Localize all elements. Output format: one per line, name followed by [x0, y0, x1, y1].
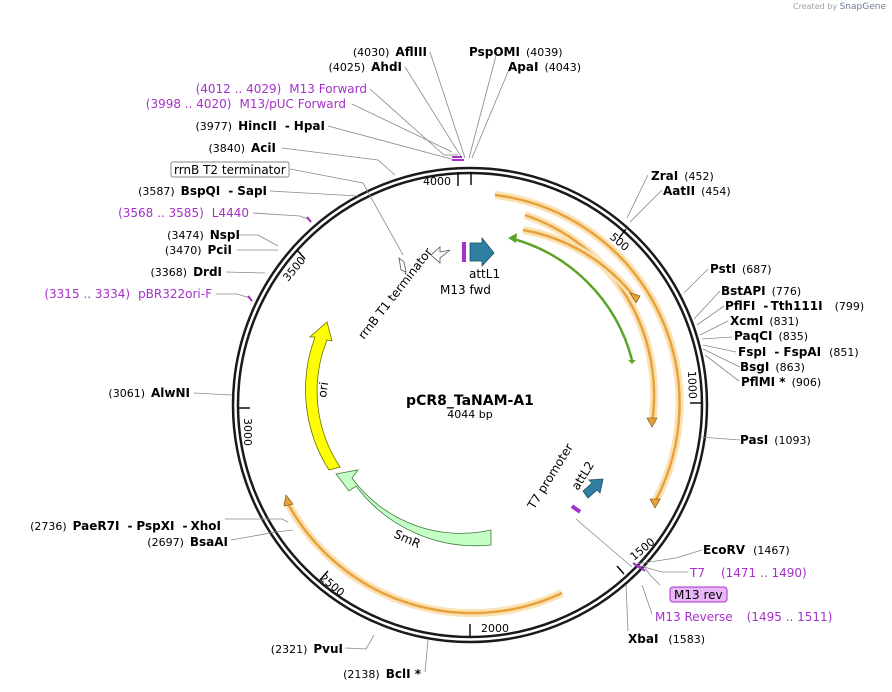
t7-promoter-marker [570, 504, 582, 514]
rrnb-t2-box[interactable] [170, 161, 290, 178]
green-orf-tail [628, 360, 636, 364]
tick-label-2000: 2000 [481, 622, 509, 635]
enzyme-site-pflMI[interactable]: PflMI *(906) [741, 375, 821, 389]
orf-arc-bottom [284, 499, 563, 615]
enzyme-labels-left: (4030)AflIII (4025)AhdI (3977)HincII-Hpa… [30, 45, 427, 681]
enzyme-site-pspOMI[interactable]: PspOMI(4039) [469, 45, 563, 59]
backbone-inner [236, 171, 704, 639]
enzyme-site-bclI[interactable]: (2138)BclI * [343, 667, 422, 681]
attl1-arrow [469, 236, 495, 268]
orf-arcs [282, 191, 684, 618]
orf-arc-right-mid-highlight [523, 211, 659, 424]
enzyme-site-aciI[interactable]: (3840)AciI [208, 141, 276, 155]
ori-feature [305, 321, 341, 471]
leader-lines [193, 51, 741, 673]
green-orf-arrowhead [508, 233, 517, 243]
boxed-labels: rrnB T2 terminator M13 rev [170, 161, 728, 603]
enzyme-site-aatII[interactable]: AatII(454) [663, 184, 731, 198]
enzyme-site-bstAPI[interactable]: BstAPI(776) [721, 284, 801, 298]
enzyme-site-zraI[interactable]: ZraI(452) [651, 169, 714, 183]
primer-labels: (4012 .. 4029)M13 Forward (3998 .. 4020)… [44, 82, 832, 624]
enzyme-site-pasI[interactable]: PasI(1093) [740, 433, 811, 447]
primer-t7[interactable]: T7(1471 .. 1490) [689, 566, 807, 580]
orf-arrowhead-bottom-left [283, 494, 294, 507]
enzyme-site-fspI-fspAI[interactable]: FspI-FspAI(851) [738, 345, 859, 359]
enzyme-site-aflIII[interactable]: (4030)AflIII [353, 45, 427, 59]
attl1-label: attL1 [469, 267, 500, 281]
orf-arrowhead-right-outer [649, 498, 661, 509]
plasmid-length: 4044 bp [447, 408, 492, 421]
t7-promoter-label: T7 promoter [524, 441, 576, 512]
enzyme-site-paeR7I-pspXI-xhoI[interactable]: (2736)PaeR7I-PspXI-XhoI [30, 519, 221, 533]
tick-label-4000: 4000 [423, 175, 451, 188]
m13-rev-label: M13 rev [674, 588, 723, 602]
orf-arc-right-outer [494, 193, 681, 503]
tick-label-1000: 1000 [685, 371, 699, 399]
enzyme-site-alwNI[interactable]: (3061)AlwNI [108, 386, 190, 400]
orf-arc-right-inner [522, 228, 636, 299]
primer-m13-puc-forward[interactable]: (3998 .. 4020)M13/pUC Forward [146, 97, 346, 111]
enzyme-site-ahdI[interactable]: (4025)AhdI [329, 60, 402, 74]
tick-marks [238, 172, 702, 636]
tick-label-3000: 3000 [241, 418, 254, 446]
backbone-marks [247, 156, 646, 572]
snapgene-logo: SnapGene [839, 2, 886, 12]
orf-arrowhead-right-mid [646, 417, 658, 428]
enzyme-site-pflFI-tth111I[interactable]: PflFI-Tth111I(799) [725, 299, 864, 313]
tick-label-2500: 2500 [317, 571, 347, 599]
backbone-outer [231, 166, 709, 644]
snapgene-credit: Created by SnapGene [793, 2, 886, 12]
enzyme-site-xbaI[interactable]: XbaI(1583) [628, 632, 705, 646]
enzyme-site-pvuI[interactable]: (2321)PvuI [271, 642, 343, 656]
m13-fwd-label: M13 fwd [440, 283, 491, 297]
rrnb-t1-arrow [430, 246, 451, 264]
rrnb-t2-arrow [398, 257, 407, 273]
enzyme-site-bspQI-sapI[interactable]: (3587)BspQI-SapI [138, 184, 267, 198]
green-orf-arc [509, 236, 634, 361]
enzyme-labels-right: PspOMI(4039) ApaI(4043) ZraI(452) AatII(… [469, 45, 864, 646]
enzyme-site-xcmI[interactable]: XcmI(831) [730, 314, 799, 328]
primer-pbr322ori-f[interactable]: (3315 .. 3334)pBR322ori-F [44, 287, 212, 301]
enzyme-site-paqCI[interactable]: PaqCI(835) [734, 329, 808, 343]
enzyme-site-ecoRV[interactable]: EcoRV(1467) [703, 543, 790, 557]
enzyme-site-drdI[interactable]: (3368)DrdI [150, 265, 222, 279]
enzyme-site-bsgI[interactable]: BsgI(863) [740, 360, 805, 374]
plasmid-name: pCR8_TaNAM-A1 [406, 393, 534, 409]
orf-arc-right-mid [524, 213, 656, 424]
attl2-arrow [582, 478, 604, 499]
smr-feature [335, 469, 492, 547]
primer-m13-reverse[interactable]: M13 Reverse(1495 .. 1511) [655, 610, 832, 624]
ori-label: ori [315, 381, 331, 398]
enzyme-site-bsaAI[interactable]: (2697)BsaAI [147, 535, 228, 549]
credit-created-by: Created by [793, 2, 838, 11]
primer-m13-forward[interactable]: (4012 .. 4029)M13 Forward [196, 82, 367, 96]
enzyme-site-hincII-hpaI[interactable]: (3977)HincII-HpaI [195, 119, 325, 133]
enzyme-site-apaI[interactable]: ApaI(4043) [508, 60, 581, 74]
m13-fwd-marker [462, 242, 466, 262]
enzyme-site-pciI[interactable]: (3470)PciI [165, 243, 232, 257]
enzyme-site-pstI[interactable]: PstI(687) [710, 262, 772, 276]
orf-arrowheads [283, 233, 661, 509]
enzyme-site-nspI[interactable]: (3474)NspI [167, 228, 240, 242]
primer-l4440[interactable]: (3568 .. 3585)L4440 [118, 206, 249, 220]
m13-rev-box[interactable] [669, 586, 728, 603]
rrnb-t1-label: rrnB T1 terminator [355, 245, 435, 342]
orf-arrowhead-right-inner [629, 292, 641, 304]
rrnb-t2-label: rrnB T2 terminator [174, 163, 286, 177]
